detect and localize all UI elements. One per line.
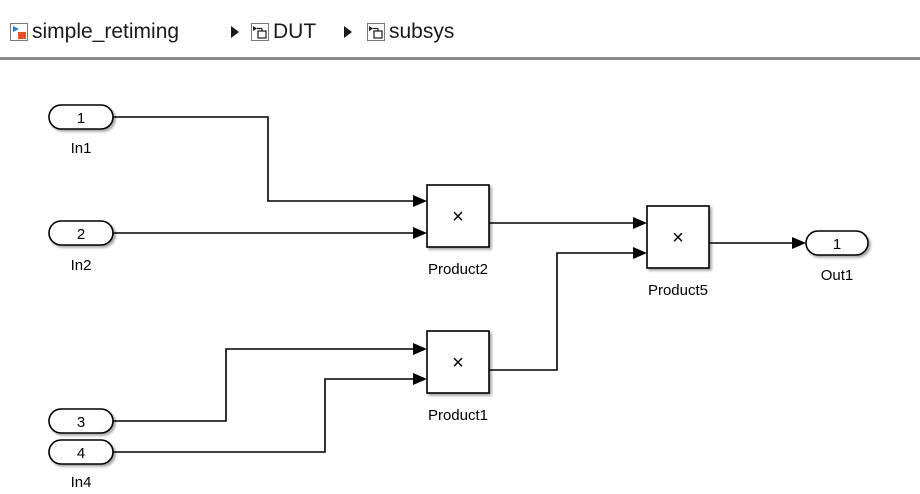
inport-label: In4 [71,474,92,491]
breadcrumb-label: DUT [273,20,317,43]
inport-number: 2 [77,226,85,243]
arrowhead [413,227,427,239]
outport-shape [805,230,869,256]
arrowhead [413,343,427,355]
arrowhead [792,237,806,249]
subsystem-icon [367,23,385,41]
inport-shape [48,104,114,130]
inport-label: In1 [71,140,92,157]
inport-in2[interactable]: 2 In2 [48,220,114,274]
inport-shape [48,220,114,246]
inport-shape [48,439,114,465]
inport-in3[interactable]: 3 [48,408,114,434]
multiply-icon: × [452,206,464,228]
breadcrumb-item-dut[interactable]: DUT [251,20,316,44]
block-label: Product2 [428,261,488,278]
signal-line-in3-product1[interactable] [113,348,415,422]
inport-number: 4 [77,445,85,462]
chevron-right-icon [344,26,352,38]
arrowhead [413,373,427,385]
outport-label: Out1 [821,267,854,284]
product-block-shape [426,184,490,248]
multiply-icon: × [452,352,464,374]
model-icon [10,23,28,41]
inport-number: 3 [77,414,85,431]
product-block-shape [646,205,710,269]
inport-in1[interactable]: 1 In1 [48,104,114,157]
arrowhead [633,247,647,259]
breadcrumb-label: simple_retiming [32,20,180,43]
outport-out1[interactable]: 1 Out1 [805,230,869,284]
block-label: Product5 [648,282,708,299]
block-diagram-canvas: 1 In1 2 In2 3 4 In4 × Product2 × Product… [48,104,869,491]
breadcrumb-item-simple-retiming[interactable]: simple_retiming [10,20,179,44]
breadcrumb-label: subsys [389,20,455,43]
signal-line-product1-product5[interactable] [489,252,635,371]
block-label: Product1 [428,407,488,424]
chevron-right-icon [231,26,239,38]
arrowhead [633,217,647,229]
breadcrumb-item-subsys[interactable]: subsys [367,20,454,44]
inport-in4[interactable]: 4 In4 [48,439,114,491]
product5-block[interactable]: × Product5 [646,205,710,299]
product1-block[interactable]: × Product1 [426,330,490,424]
inport-shape [48,408,114,434]
inport-label: In2 [71,257,92,274]
signal-line-in4-product1[interactable] [113,378,415,453]
multiply-icon: × [672,227,684,249]
arrowhead [413,195,427,207]
outport-number: 1 [833,236,841,253]
subsystem-icon [251,23,269,41]
breadcrumb: simple_retiming DUT subsys [0,0,920,60]
product-block-shape [426,330,490,394]
signal-line-in1-product2[interactable] [113,116,415,202]
product2-block[interactable]: × Product2 [426,184,490,278]
inport-number: 1 [77,110,85,127]
